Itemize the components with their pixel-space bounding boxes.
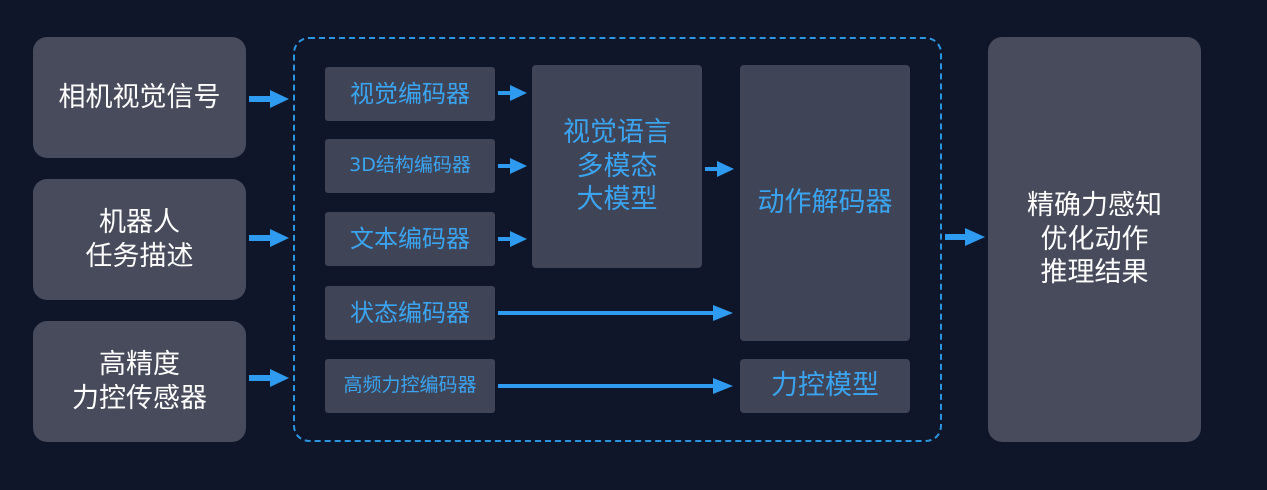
encoder-high-freq-force: 高频力控编码器 [325, 359, 495, 413]
input-force-sensor: 高精度 力控传感器 [33, 321, 246, 442]
arrow-text-enc-to-vlm [498, 231, 527, 247]
input-force-sensor-line-1: 高精度 [99, 348, 180, 380]
output-result-line-3: 推理结果 [1040, 257, 1149, 289]
arrow-state-enc-to-decoder [498, 305, 733, 321]
arrow-vision-enc-to-vlm [498, 85, 527, 101]
encoder-text: 文本编码器 [325, 212, 495, 266]
arrow-task-to-frame [249, 229, 289, 247]
input-robot-task: 机器人 任务描述 [33, 179, 246, 300]
vlm-model-line-2: 多模态 [576, 150, 658, 182]
input-camera-vision-line-1: 相机视觉信号 [58, 81, 221, 113]
input-robot-task-line-2: 任务描述 [85, 240, 194, 272]
vlm-model-box: 视觉语言 多模态 大模型 [532, 65, 702, 268]
arrow-3d-enc-to-vlm [498, 158, 527, 174]
input-camera-vision: 相机视觉信号 [33, 37, 246, 158]
input-force-sensor-text: 高精度 力控传感器 [72, 348, 207, 416]
arrow-force-sensor-to-frame [249, 369, 289, 387]
arrow-camera-to-frame [249, 90, 289, 108]
output-result-line-2: 优化动作 [1040, 223, 1149, 255]
encoder-vision: 视觉编码器 [325, 67, 495, 121]
output-result-box: 精确力感知 优化动作 推理结果 [988, 37, 1201, 442]
input-camera-vision-text: 相机视觉信号 [59, 81, 221, 115]
input-robot-task-line-1: 机器人 [99, 206, 180, 238]
input-force-sensor-line-2: 力控传感器 [72, 382, 207, 414]
vlm-model-line-1: 视觉语言 [563, 116, 671, 148]
vlm-model-line-3: 大模型 [576, 184, 658, 216]
encoder-3d-structure: 3D结构编码器 [325, 139, 495, 193]
input-robot-task-text: 机器人 任务描述 [86, 206, 194, 274]
action-decoder-box: 动作解码器 [740, 65, 910, 341]
encoder-state: 状态编码器 [325, 286, 495, 340]
force-model-box: 力控模型 [740, 359, 910, 413]
arrow-frame-to-output [945, 228, 985, 246]
arrow-force-enc-to-force-model [498, 378, 733, 394]
output-result-line-1: 精确力感知 [1027, 189, 1162, 221]
arrow-vlm-to-decoder [705, 161, 734, 177]
vlm-model-text: 视觉语言 多模态 大模型 [563, 116, 671, 217]
model-dashed-frame [293, 37, 942, 442]
output-result-text: 精确力感知 优化动作 推理结果 [1027, 189, 1162, 290]
